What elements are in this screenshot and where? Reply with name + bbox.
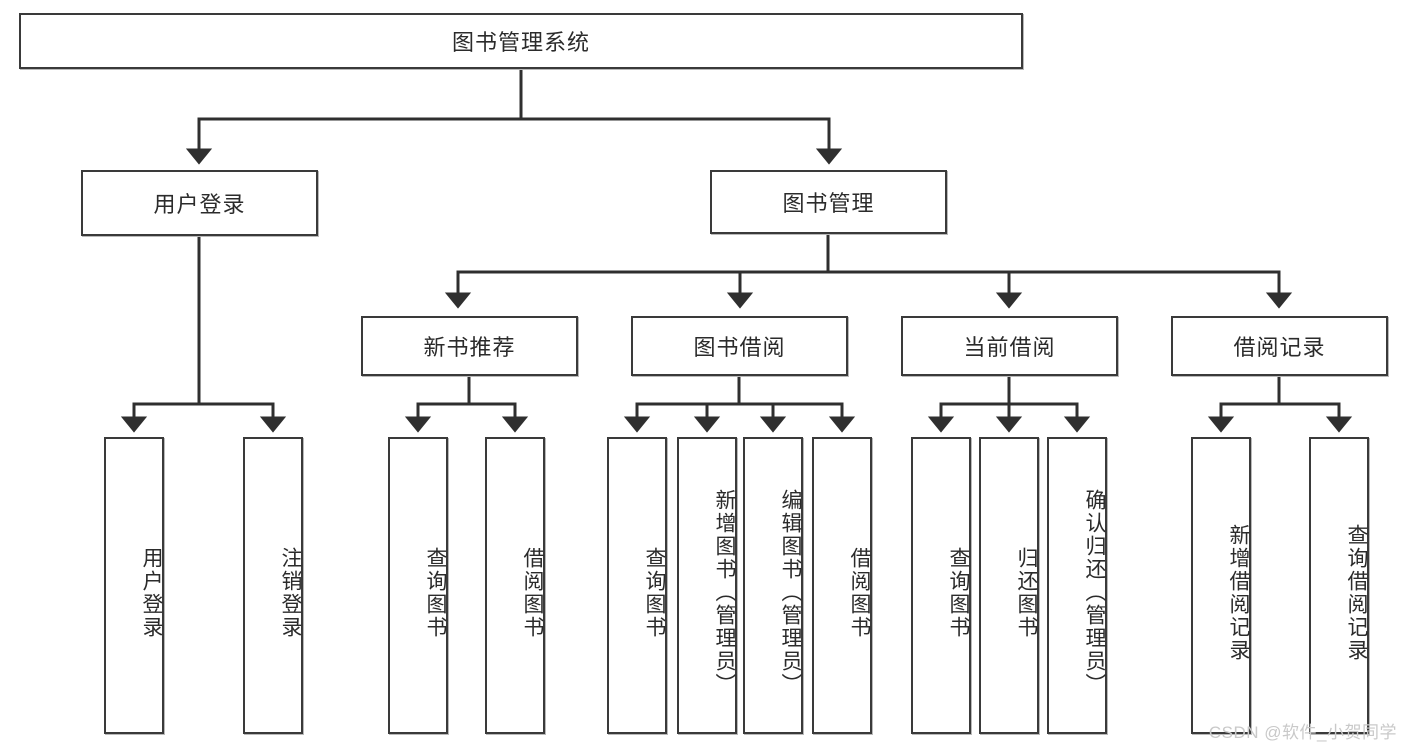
leaf-query-book-2[interactable]: 查询图书	[607, 437, 667, 734]
node-new-book-recommend[interactable]: 新书推荐	[361, 316, 578, 376]
leaf-user-logout[interactable]: 注销登录	[243, 437, 303, 734]
leaf-query-book-3[interactable]: 查询图书	[911, 437, 971, 734]
node-label: 新增借阅记录	[1227, 523, 1250, 662]
node-label: 确认归还（管理员）	[1083, 489, 1106, 696]
node-user-login[interactable]: 用户登录	[81, 170, 318, 236]
node-root-system[interactable]: 图书管理系统	[19, 13, 1023, 69]
node-current-borrow[interactable]: 当前借阅	[901, 316, 1118, 376]
leaf-return-book[interactable]: 归还图书	[979, 437, 1039, 734]
leaf-confirm-return[interactable]: 确认归还（管理员）	[1047, 437, 1107, 734]
node-label: 查询图书	[643, 546, 666, 639]
leaf-user-login[interactable]: 用户登录	[104, 437, 164, 734]
node-book-borrow[interactable]: 图书借阅	[631, 316, 848, 376]
csdn-watermark: CSDN @软件_小贺同学	[1208, 723, 1397, 742]
node-label: 当前借阅	[963, 335, 1056, 360]
leaf-add-record[interactable]: 新增借阅记录	[1191, 437, 1251, 734]
leaf-query-book-1[interactable]: 查询图书	[388, 437, 448, 734]
node-label: 图书管理系统	[451, 30, 590, 55]
node-label: 编辑图书（管理员）	[779, 489, 802, 696]
leaf-borrow-book-1[interactable]: 借阅图书	[485, 437, 545, 734]
node-label: 图书借阅	[693, 335, 786, 360]
node-label: 查询图书	[947, 546, 970, 639]
node-label: 新书推荐	[423, 335, 516, 360]
leaf-query-record[interactable]: 查询借阅记录	[1309, 437, 1369, 734]
node-label: 查询图书	[424, 546, 447, 639]
node-label: 借阅图书	[521, 546, 544, 639]
node-book-manage[interactable]: 图书管理	[710, 170, 947, 234]
leaf-edit-book[interactable]: 编辑图书（管理员）	[743, 437, 803, 734]
node-label: 借阅记录	[1233, 335, 1326, 360]
leaf-borrow-book-2[interactable]: 借阅图书	[812, 437, 872, 734]
node-label: 用户登录	[153, 192, 246, 217]
leaf-add-book[interactable]: 新增图书（管理员）	[677, 437, 737, 734]
node-label: 归还图书	[1015, 546, 1038, 639]
node-label: 图书管理	[782, 191, 875, 216]
node-label: 查询借阅记录	[1345, 523, 1368, 662]
node-label: 新增图书（管理员）	[713, 489, 736, 696]
node-label: 注销登录	[279, 546, 302, 639]
node-borrow-record[interactable]: 借阅记录	[1171, 316, 1388, 376]
node-label: 用户登录	[140, 546, 163, 639]
node-label: 借阅图书	[848, 546, 871, 639]
